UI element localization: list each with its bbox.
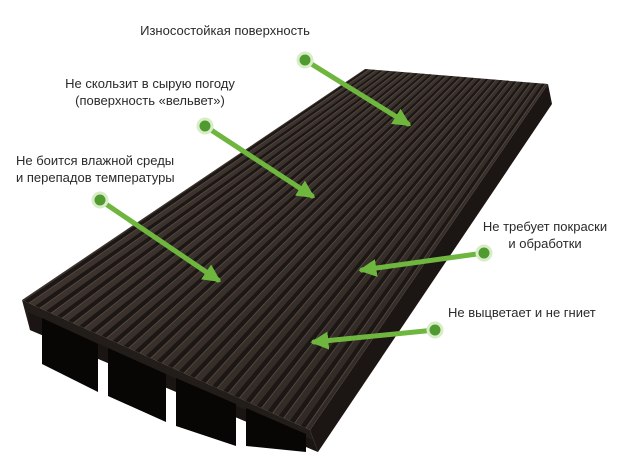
board-ridge-highlight [28, 69, 370, 304]
board-groove [35, 69, 377, 308]
dot-slip [196, 117, 214, 135]
board-groove [57, 70, 391, 318]
hollow-chamber [176, 378, 236, 446]
board-groove [145, 75, 447, 358]
board-side-face [310, 84, 552, 452]
hollow-chamber [246, 408, 306, 452]
board-ridge-highlight [61, 70, 391, 319]
board-groove [46, 70, 384, 313]
label-line: и перепадов температуры [16, 170, 175, 185]
board-ridge-highlight [84, 71, 405, 329]
board-ridge-highlight [216, 78, 490, 389]
hollow-chamber [108, 348, 166, 422]
board-hollow-chambers [42, 318, 306, 452]
arrow-moisture [97, 197, 221, 283]
board-ridge-highlight [194, 77, 476, 379]
arrow-wear [302, 57, 412, 127]
board-ridge-highlight [106, 73, 419, 339]
board-ridge-highlight [39, 69, 377, 309]
label-no-painting: Не требует покраски и обработки [470, 218, 620, 252]
label-wear-resistant-surface: Износостойкая поверхность [110, 22, 340, 39]
board-ridge-highlight [139, 74, 441, 354]
dot-fade [426, 321, 444, 339]
label-line: (поверхность «вельвет») [75, 93, 225, 108]
label-line: Не боится влажной среды [16, 153, 175, 168]
board-ridge-highlight [261, 81, 518, 409]
board-ridge-highlight [228, 79, 497, 394]
board-ridge-highlight [272, 81, 525, 414]
board-groove [223, 79, 496, 393]
board-groove [167, 76, 461, 368]
board-ridge-highlight [117, 73, 427, 344]
arrow-fade [310, 327, 438, 350]
label-line: Не выцветает и не гниет [448, 305, 596, 320]
board-ridge-highlight [294, 82, 539, 424]
board-groove [256, 81, 517, 408]
board-grooves [23, 69, 546, 429]
board-ridge-highlight [250, 80, 511, 404]
board-groove [234, 80, 503, 398]
dot-paint [475, 244, 493, 262]
board-groove [101, 73, 419, 338]
board-ridge-highlight [50, 70, 384, 314]
board-groove [212, 78, 489, 388]
board-ridge-highlight [183, 77, 469, 374]
board-groove [112, 73, 426, 343]
board-groove [90, 72, 412, 333]
board-ridge-highlight [239, 80, 504, 399]
annotation-arrows [97, 57, 487, 350]
label-line: Не требует покраски [482, 219, 608, 234]
label-moisture-resistant: Не боится влажной среды и перепадов темп… [16, 152, 216, 186]
annotation-dots [91, 51, 493, 339]
dot-wear [296, 51, 314, 69]
arrow-slip [202, 123, 316, 199]
board-groove [245, 80, 510, 403]
board-groove [267, 81, 524, 413]
board-ridge-highlight [205, 78, 483, 384]
board-groove [156, 76, 454, 363]
label-line: Не скользит в сырую погоду [65, 76, 235, 91]
label-no-fading: Не выцветает и не гниет [448, 304, 618, 321]
board-groove [300, 83, 546, 428]
board-groove [179, 77, 468, 373]
board-groove [68, 71, 398, 323]
board-groove [134, 74, 440, 353]
board-ridge-highlight [283, 82, 532, 419]
arrow-paint [358, 250, 487, 277]
board-groove [79, 71, 405, 328]
label-line: и обработки [508, 236, 582, 251]
board-ridge-highlight [172, 76, 462, 369]
board-ridge-highlight [95, 72, 412, 334]
board-front-face-lower [28, 312, 318, 452]
board-ridge-highlight [73, 71, 398, 324]
board-groove [190, 77, 475, 378]
board-ridge-highlight [128, 74, 434, 349]
label-line: Износостойкая поверхность [140, 23, 310, 38]
board-groove [123, 74, 433, 348]
board-groove [201, 78, 482, 383]
board-groove [23, 69, 370, 303]
board-groove [278, 82, 531, 418]
label-non-slip: Не скользит в сырую погоду (поверхность … [40, 75, 260, 109]
board-ridge-highlight [305, 83, 546, 429]
hollow-chamber [42, 318, 98, 392]
dot-moisture [91, 191, 109, 209]
